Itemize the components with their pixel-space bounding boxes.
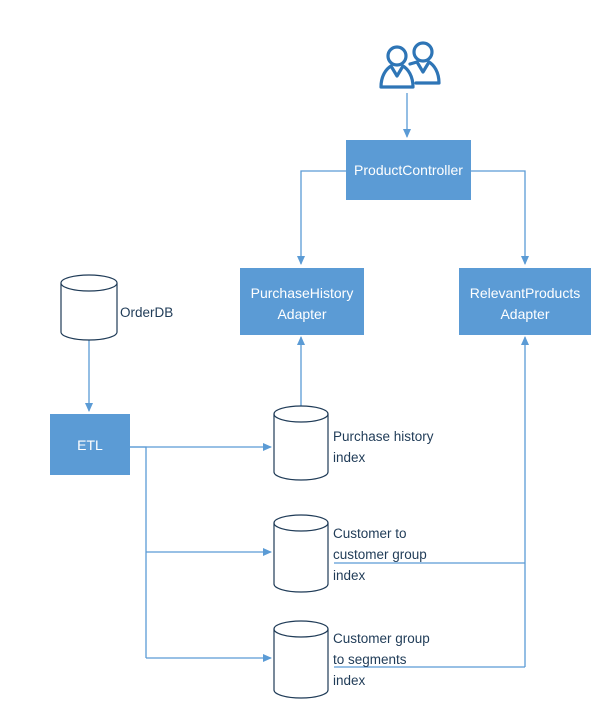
connector-controller-to-purchase-adapter (297, 170, 346, 265)
order-db-label: OrderDB (120, 305, 173, 320)
customer-group-index-label-line1: Customer to (333, 526, 407, 541)
purchase-history-adapter-box: PurchaseHistory Adapter (240, 268, 364, 335)
connector-controller-to-relevant-adapter (471, 170, 529, 265)
purchase-history-index-label-line2: index (333, 450, 366, 465)
segments-index-cylinder: Customer group to segments index (273, 620, 430, 699)
customer-group-index-cylinder: Customer to customer group index (273, 514, 427, 593)
purchase-history-index-label-line1: Purchase history (333, 429, 434, 444)
purchase-history-adapter-label-line2: Adapter (277, 306, 326, 322)
relevant-products-adapter-box: RelevantProducts Adapter (459, 268, 591, 335)
purchase-history-adapter-label-line1: PurchaseHistory (251, 285, 354, 301)
segments-index-label-line3: index (333, 673, 366, 688)
etl-label: ETL (77, 437, 103, 453)
customer-group-index-label-line3: index (333, 568, 366, 583)
customer-group-index-label-line2: customer group (333, 547, 427, 562)
segments-index-label-line1: Customer group (333, 631, 430, 646)
relevant-products-adapter-label-line1: RelevantProducts (470, 285, 581, 301)
users-icon (379, 41, 441, 89)
etl-box: ETL (50, 414, 130, 475)
purchase-history-index-cylinder: Purchase history index (273, 405, 434, 481)
segments-index-label-line2: to segments (333, 652, 407, 667)
connector-etl-trunk (130, 446, 147, 658)
relevant-products-adapter-label-line2: Adapter (500, 306, 549, 322)
order-db-cylinder: OrderDB (60, 274, 173, 341)
connectors (85, 93, 529, 668)
product-controller-box: ProductController (346, 140, 471, 200)
product-controller-label: ProductController (354, 162, 463, 178)
